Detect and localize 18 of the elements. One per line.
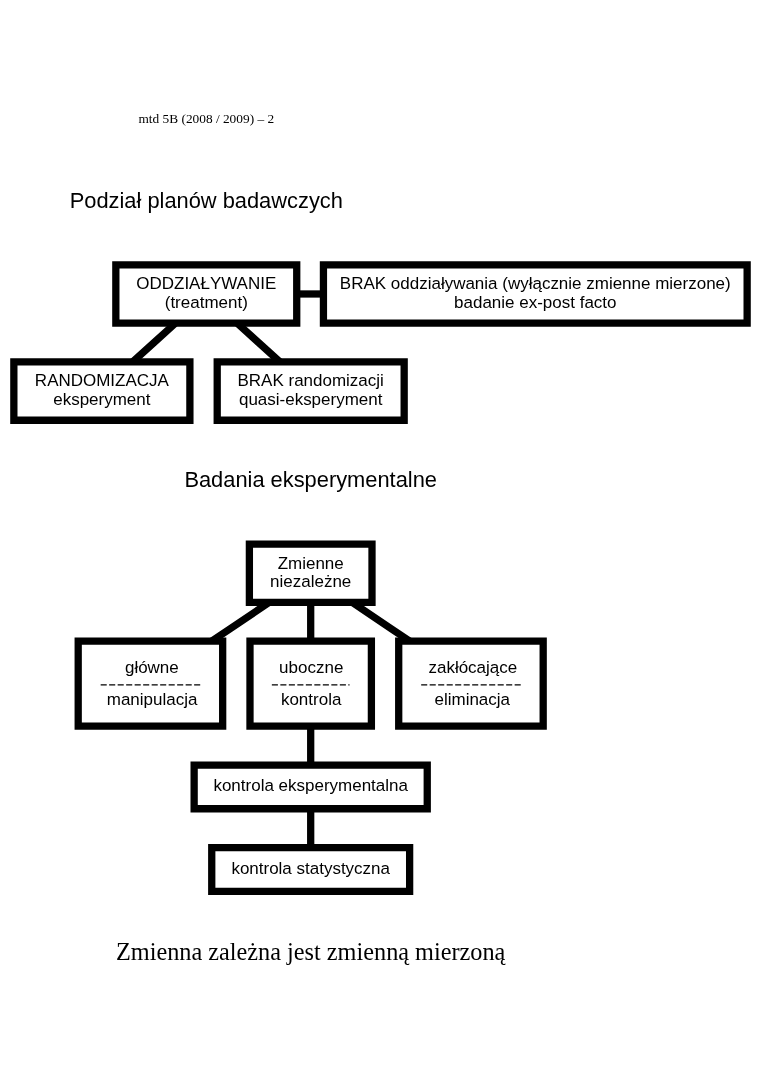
connector [306, 602, 314, 641]
node-box: główne manipulacja [74, 637, 226, 730]
label: Zmienna zależna jest zmienną mierzoną [115, 937, 505, 965]
node-box: uboczne kontrola [245, 637, 375, 730]
node-box: ODDZIAŁYWANIE (treatment) [111, 260, 300, 327]
node-box: BRAK oddziaływania (wyłącznie zmienne mierzone) badanie ex-post facto [319, 260, 751, 327]
label: Badania eksperymentalne [183, 467, 437, 492]
node-box: Zmienne niezależne [245, 539, 376, 606]
connector [296, 289, 323, 298]
connector [306, 808, 314, 847]
node-box: kontrola statystyczna [207, 843, 413, 895]
node-box: zakłócające eliminacja [394, 637, 547, 730]
label: Podział planów badawczych [69, 187, 343, 213]
node-box: BRAK randomizacji quasi-eksperyment [213, 357, 408, 424]
connector [306, 725, 314, 765]
node-box: RANDOMIZACJA eksperyment [9, 357, 194, 424]
node-box: kontrola eksperymentalna [190, 760, 431, 812]
label: mtd 5B (2008 / 2009) – 2 [137, 110, 274, 126]
